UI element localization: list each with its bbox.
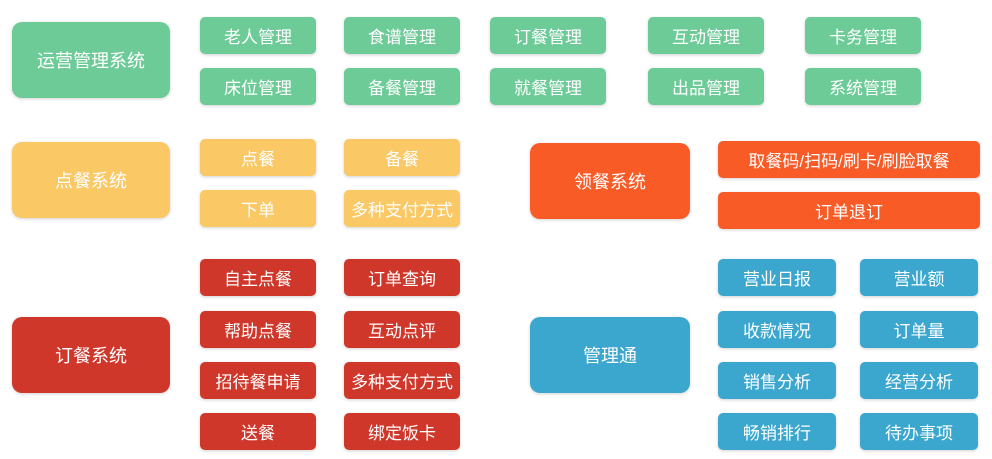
feature-pickup-code-scan-card-face: 取餐码/扫码/刷卡/刷脸取餐 (718, 141, 980, 178)
feature-meal-prep-management: 备餐管理 (344, 68, 460, 105)
feature-interactive-review: 互动点评 (344, 311, 460, 348)
feature-best-seller-ranking: 畅销排行 (718, 413, 836, 450)
feature-sales-analysis: 销售分析 (718, 362, 836, 399)
feature-elder-management: 老人管理 (200, 17, 316, 54)
feature-daily-business-report: 营业日报 (718, 259, 836, 296)
feature-prepare-meal: 备餐 (344, 139, 460, 176)
feature-order-query: 订单查询 (344, 259, 460, 296)
feature-card-management: 卡务管理 (805, 17, 921, 54)
section-dish-ordering-title: 点餐系统 (12, 142, 170, 218)
feature-order-dish: 点餐 (200, 139, 316, 176)
feature-multi-payment-methods: 多种支付方式 (344, 190, 460, 227)
feature-system-management: 系统管理 (805, 68, 921, 105)
feature-assisted-ordering: 帮助点餐 (200, 311, 316, 348)
feature-todo-items: 待办事项 (860, 413, 978, 450)
feature-bind-meal-card: 绑定饭卡 (344, 413, 460, 450)
feature-bed-management: 床位管理 (200, 68, 316, 105)
feature-meal-delivery: 送餐 (200, 413, 316, 450)
feature-self-ordering: 自主点餐 (200, 259, 316, 296)
section-operations-title: 运营管理系统 (12, 22, 170, 98)
feature-production-management: 出品管理 (648, 68, 764, 105)
feature-interaction-management: 互动管理 (648, 17, 764, 54)
feature-recipe-management: 食谱管理 (344, 17, 460, 54)
feature-business-analysis: 经营分析 (860, 362, 978, 399)
feature-payment-collection-status: 收款情况 (718, 311, 836, 348)
feature-order-volume: 订单量 (860, 311, 978, 348)
feature-multi-payment-methods-2: 多种支付方式 (344, 362, 460, 399)
feature-dining-management: 就餐管理 (490, 68, 606, 105)
feature-place-order: 下单 (200, 190, 316, 227)
feature-revenue: 营业额 (860, 259, 978, 296)
section-meal-booking-title: 订餐系统 (12, 317, 170, 393)
feature-order-cancellation: 订单退订 (718, 192, 980, 229)
feature-meal-order-management: 订餐管理 (490, 17, 606, 54)
section-meal-pickup-title: 领餐系统 (530, 143, 690, 219)
section-management-hub-title: 管理通 (530, 317, 690, 393)
feature-guest-meal-application: 招待餐申请 (200, 362, 316, 399)
